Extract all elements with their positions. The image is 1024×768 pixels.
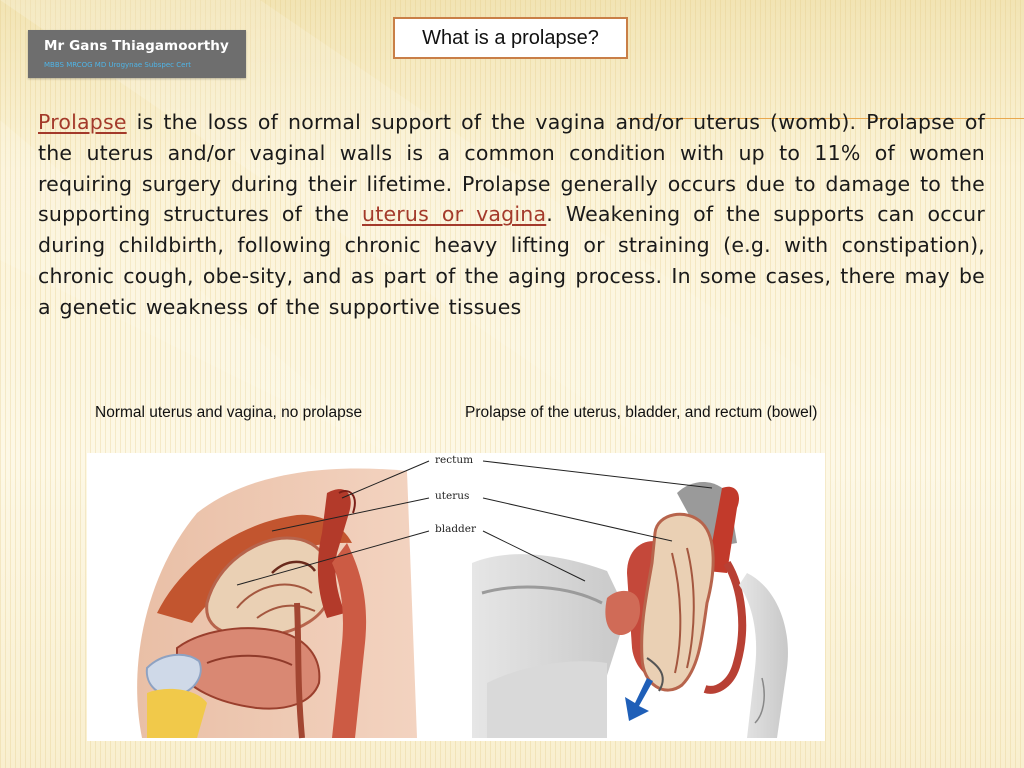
label-bladder: bladder bbox=[435, 523, 477, 535]
brand-name: Mr Gans Thiagamoorthy bbox=[44, 38, 229, 54]
brand-logo: Mr Gans Thiagamoorthy MBBS MRCOG MD Urog… bbox=[28, 30, 246, 78]
normal-anatomy-drawing bbox=[137, 468, 417, 739]
prolapse-link[interactable]: Prolapse bbox=[38, 110, 127, 134]
label-rectum: rectum bbox=[435, 454, 474, 466]
anatomy-illustration bbox=[137, 460, 788, 739]
uterus-vagina-link[interactable]: uterus or vagina bbox=[362, 202, 547, 227]
prolapse-anatomy-drawing bbox=[472, 481, 788, 738]
anatomy-figure: rectum uterus bladder bbox=[87, 453, 825, 741]
label-leader-lines bbox=[236, 460, 713, 586]
title-divider bbox=[628, 118, 1024, 119]
slide-title: What is a prolapse? bbox=[393, 17, 628, 59]
body-paragraph: Prolapse is the loss of normal support o… bbox=[38, 107, 985, 323]
brand-credentials: MBBS MRCOG MD Urogynae Subspec Cert bbox=[44, 61, 192, 69]
prolapse-direction-arrow bbox=[625, 678, 653, 721]
body-text-part2: . Weakening of the supports can occur du… bbox=[38, 202, 985, 319]
caption-normal: Normal uterus and vagina, no prolapse bbox=[95, 404, 363, 421]
caption-prolapse: Prolapse of the uterus, bladder, and rec… bbox=[465, 404, 818, 421]
body-text-part1: is the loss of normal support of the vag… bbox=[38, 110, 985, 227]
label-uterus: uterus bbox=[435, 490, 470, 502]
